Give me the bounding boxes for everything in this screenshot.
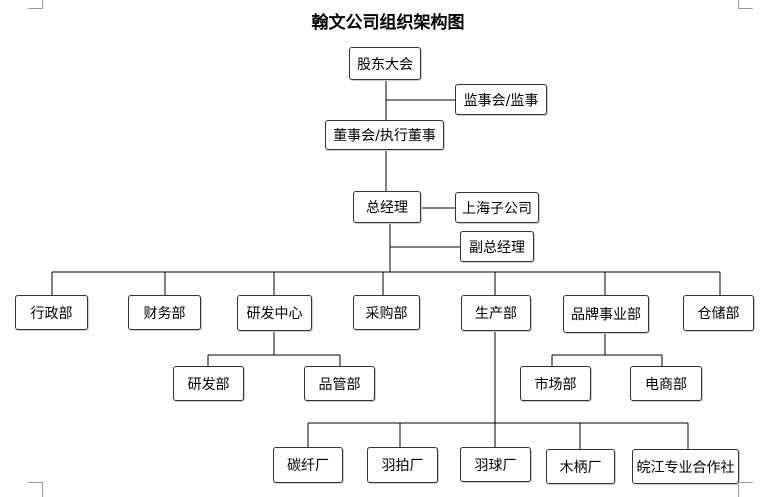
node-general-manager: 总经理 [353,191,421,223]
crop-mark-top-right [738,0,753,9]
node-production-dept: 生产部 [461,295,531,331]
node-handle-factory: 木柄厂 [546,449,615,484]
node-qc-dept: 品管部 [304,366,375,401]
node-admin-dept: 行政部 [15,295,88,330]
node-warehouse-dept: 仓储部 [683,295,754,331]
node-purchasing-dept: 采购部 [353,295,420,330]
node-supervisors: 监事会/监事 [455,84,547,115]
node-carbon-fiber-factory: 碳纤厂 [273,447,343,483]
node-brand-division: 品牌事业部 [563,295,649,333]
node-racket-factory: 羽拍厂 [367,447,438,483]
node-board: 董事会/执行董事 [325,120,444,150]
crop-mark-bottom-left [28,482,43,497]
crop-mark-top-left [28,0,43,9]
node-finance-dept: 财务部 [128,295,201,330]
node-cooperative: 皖江专业合作社 [632,449,739,484]
node-rnd-dept: 研发部 [173,366,244,401]
node-ecommerce-dept: 电商部 [630,366,702,401]
node-shareholders: 股东大会 [349,47,421,80]
node-shanghai-subsidiary: 上海子公司 [455,192,539,223]
node-deputy-gm: 副总经理 [460,231,534,262]
node-rnd-center: 研发中心 [237,295,312,331]
node-market-dept: 市场部 [520,366,591,401]
chart-title: 翰文公司组织架构图 [311,13,465,33]
node-shuttlecock-factory: 羽球厂 [460,447,531,482]
crop-mark-bottom-right [738,482,753,497]
